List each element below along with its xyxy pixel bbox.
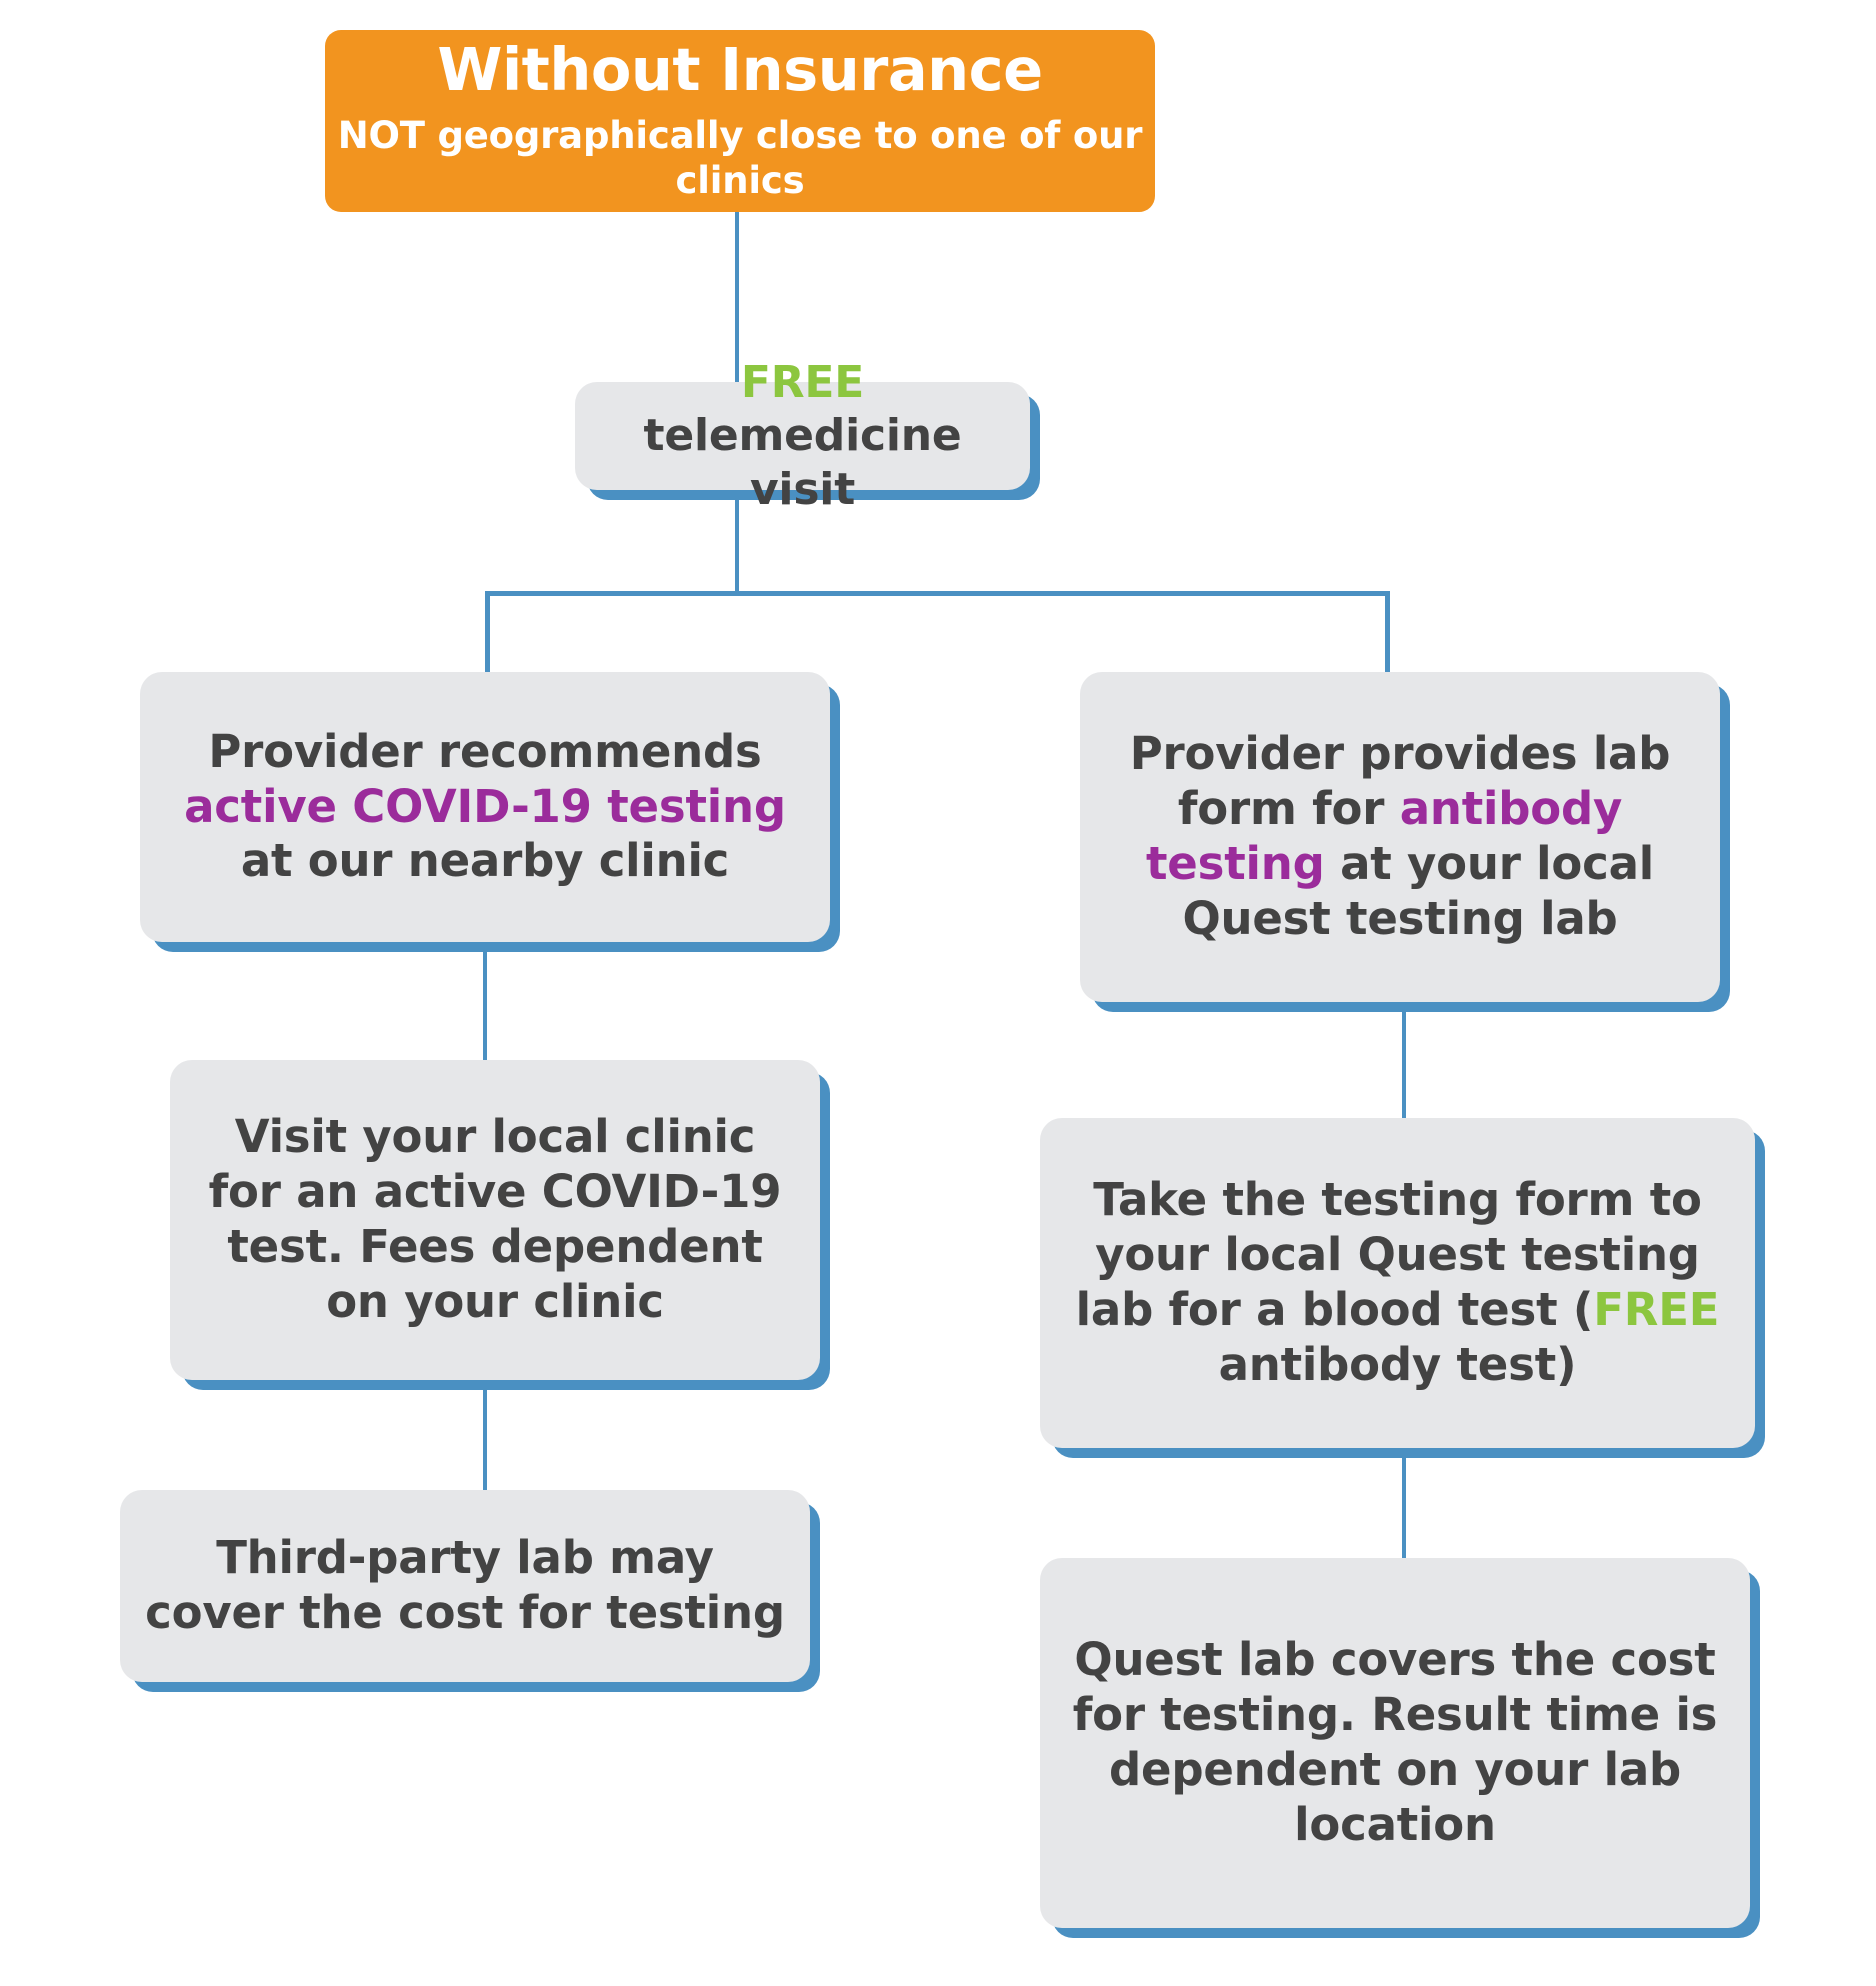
node-quest-lab-covers-cost-text: Quest lab covers the cost for testing. R…: [1072, 1633, 1718, 1851]
telemedicine-rest: telemedicine visit: [643, 410, 962, 515]
right2-post: antibody test): [1218, 1337, 1577, 1391]
free-highlight: FREE: [740, 356, 865, 408]
connector-split-horizontal: [485, 591, 1390, 596]
connector-telemedicine-down: [735, 500, 739, 595]
connector-header-to-telemedicine: [735, 212, 739, 384]
right2-highlight: FREE: [1593, 1283, 1720, 1336]
node-third-party-lab[interactable]: Third-party lab may cover the cost for t…: [120, 1490, 810, 1682]
node-free-telemedicine-text: FREE telemedicine visit: [575, 356, 1030, 517]
node-third-party-lab-text: Third-party lab may cover the cost for t…: [145, 1531, 785, 1639]
header-title-text: Without Insurance: [437, 34, 1043, 104]
right2-pre: Take the testing form to your local Ques…: [1075, 1173, 1702, 1336]
left1-highlight: active COVID-19 testing: [184, 779, 786, 833]
node-visit-local-clinic[interactable]: Visit your local clinic for an active CO…: [170, 1060, 820, 1380]
node-take-testing-form[interactable]: Take the testing form to your local Ques…: [1040, 1118, 1755, 1448]
node-without-insurance[interactable]: Without Insurance NOT geographically clo…: [325, 30, 1155, 212]
connector-right2-to-right3: [1402, 1448, 1406, 1563]
connector-split-left-drop: [485, 591, 490, 681]
node-quest-lab-covers-cost[interactable]: Quest lab covers the cost for testing. R…: [1040, 1558, 1750, 1928]
right1-highlight: antibody testing: [1146, 782, 1623, 890]
right1-pre: Provider provides lab form for: [1129, 727, 1671, 836]
node-free-telemedicine[interactable]: FREE telemedicine visit: [575, 357, 1030, 515]
node-take-testing-form-text: Take the testing form to your local Ques…: [1040, 1173, 1755, 1393]
connector-right1-to-right2: [1402, 1002, 1406, 1124]
header-title: Without Insurance: [437, 38, 1043, 101]
node-provider-provides-lab-form-text: Provider provides lab form for antibody …: [1080, 727, 1720, 947]
connector-left1-to-left2: [483, 942, 487, 1067]
left1-line3: at our nearby clinic: [240, 834, 730, 888]
left1-line1: Provider recommends: [208, 724, 762, 778]
node-visit-local-clinic-text: Visit your local clinic for an active CO…: [208, 1110, 782, 1328]
node-provider-provides-lab-form[interactable]: Provider provides lab form for antibody …: [1080, 672, 1720, 1002]
connector-left2-to-left3: [483, 1380, 487, 1495]
connector-split-right-drop: [1385, 591, 1390, 681]
header-subtitle: NOT geographically close to one of our c…: [337, 113, 1143, 202]
right1-post: at your local Quest testing lab: [1182, 837, 1654, 945]
